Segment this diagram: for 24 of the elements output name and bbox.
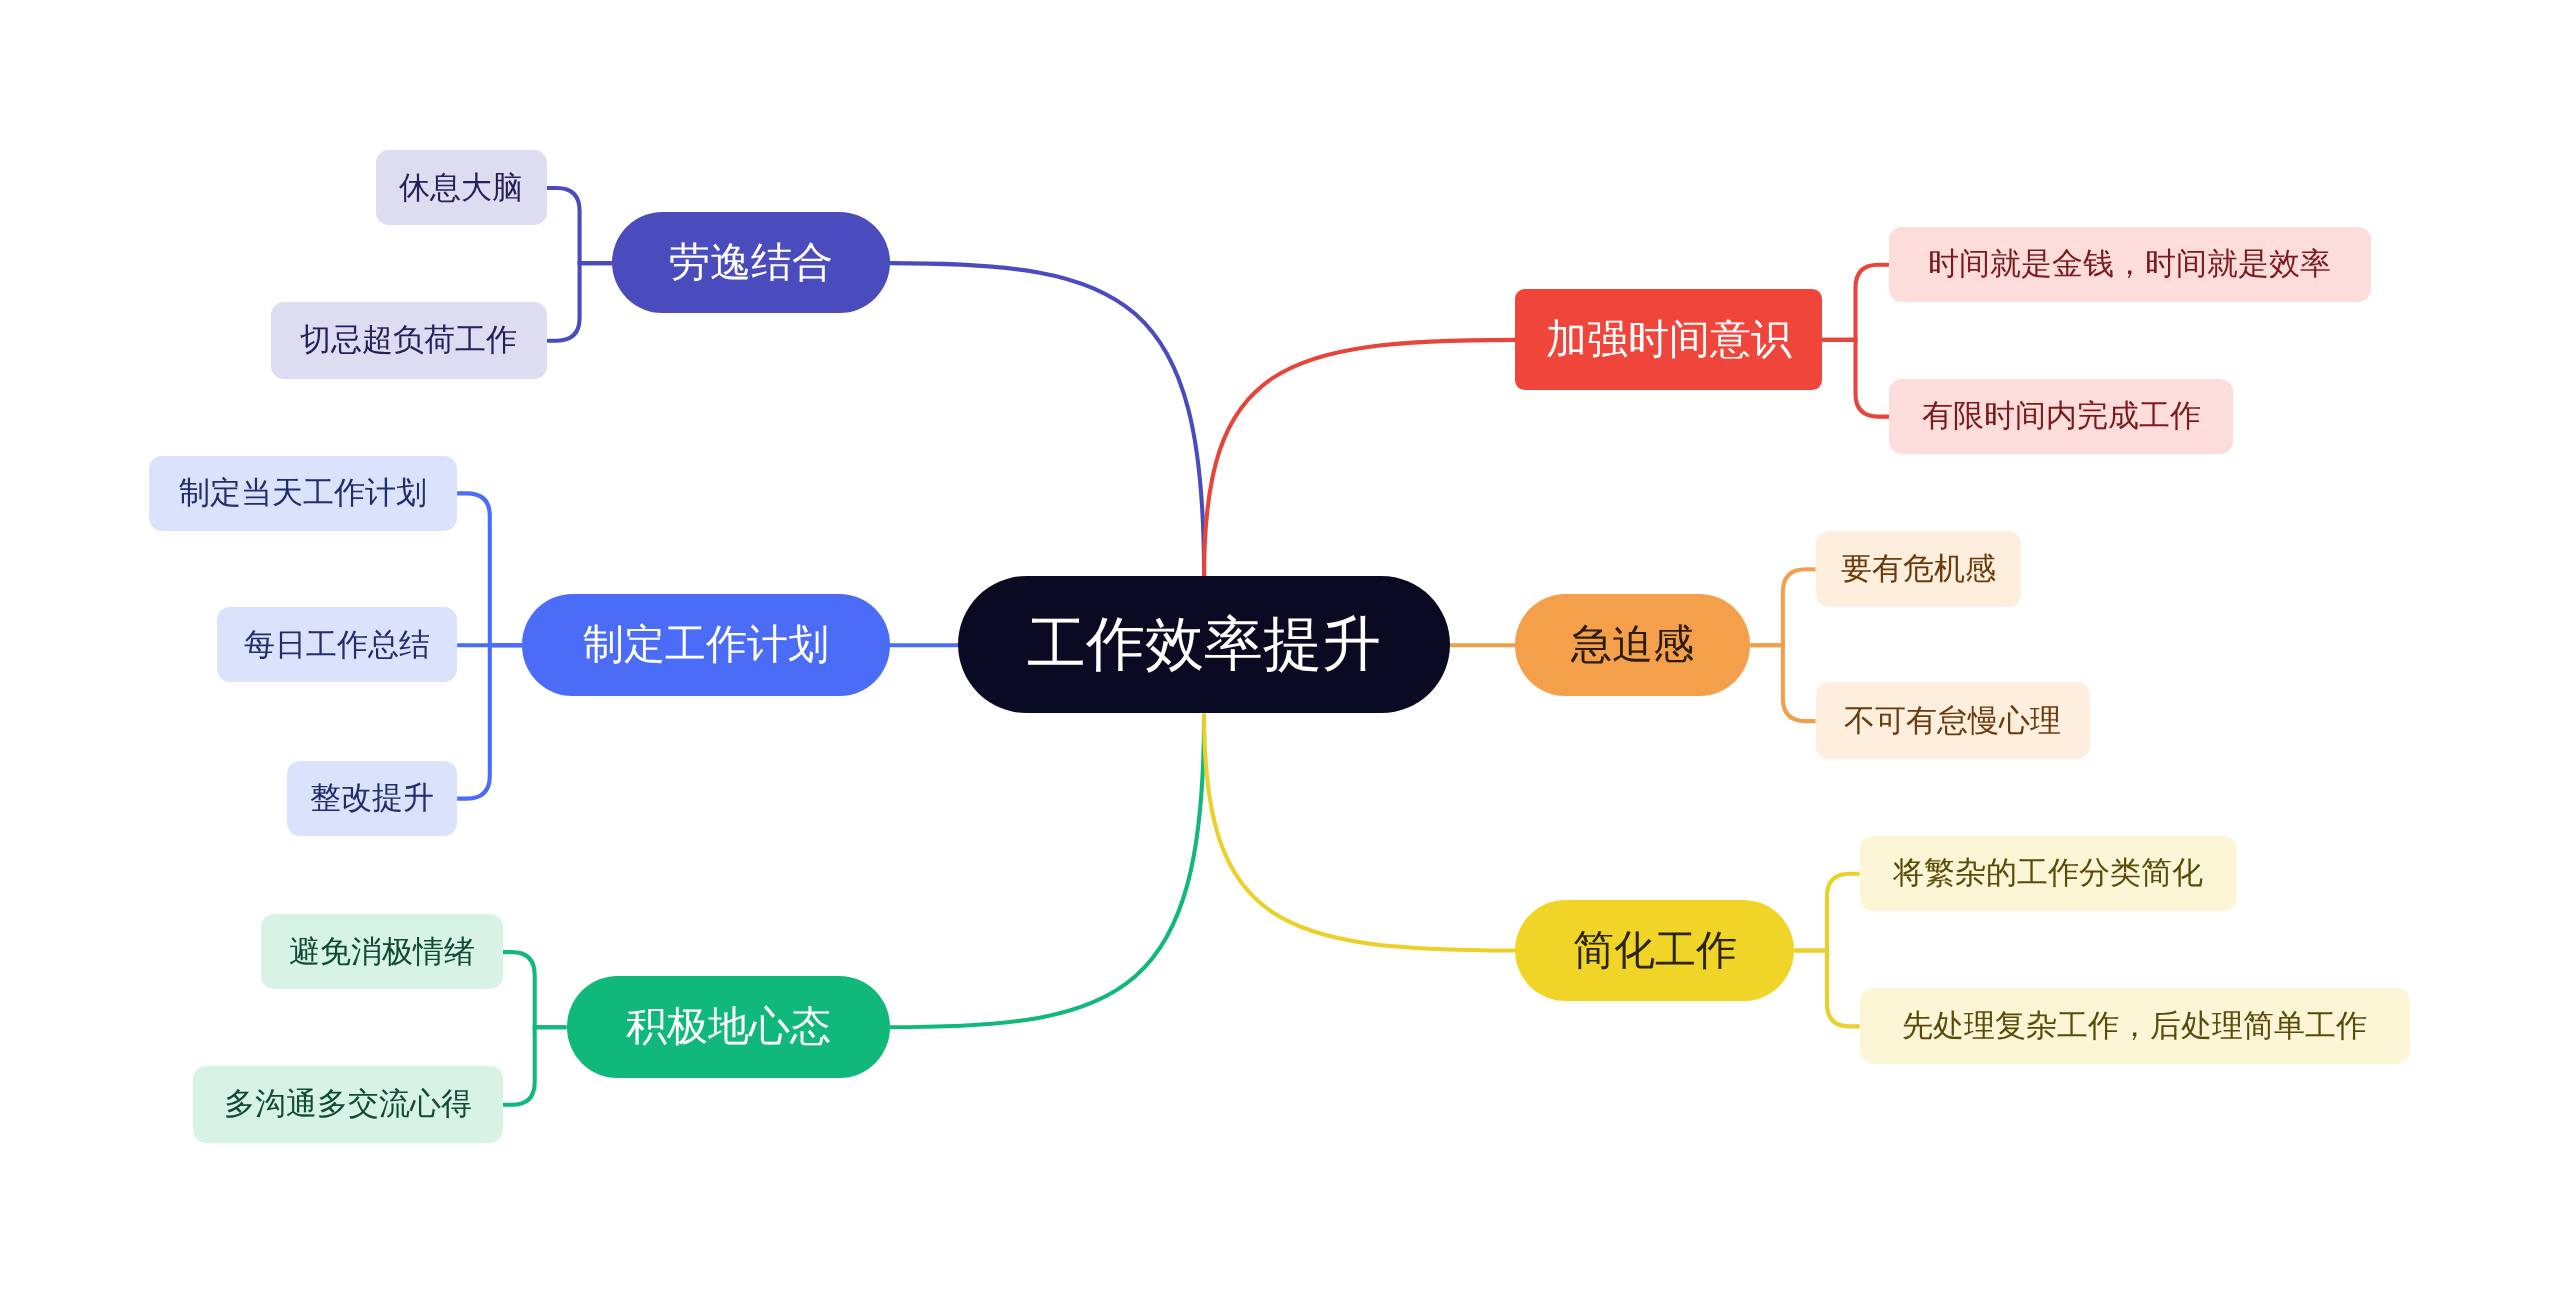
branch-topic: 加强时间意识 [1515, 288, 1823, 391]
connector-line [1202, 713, 1516, 953]
subtopic-box: 将繁杂的工作分类简化 [1859, 835, 2237, 911]
subtopic-box: 切忌超负荷工作 [271, 302, 547, 379]
subtopic-box: 有限时间内完成工作 [1888, 378, 2234, 454]
branch-topic: 急迫感 [1515, 594, 1751, 696]
subtopic-box: 时间就是金钱，时间就是效率 [1888, 226, 2371, 303]
subtopic-box: 整改提升 [287, 760, 458, 836]
subtopic-box: 每日工作总结 [217, 607, 458, 683]
connector-line [889, 643, 959, 648]
subtopic-box: 多沟通多交流心得 [192, 1066, 503, 1143]
connector-line [1202, 337, 1516, 577]
branch-topic: 制定工作计划 [522, 594, 890, 696]
subtopic-box: 要有危机感 [1815, 530, 2022, 608]
subtopic-box: 避免消极情绪 [261, 914, 503, 990]
subtopic-box: 不可有怠慢心理 [1815, 682, 2090, 760]
central-topic: 工作效率提升 [958, 576, 1450, 714]
subtopic-box: 休息大脑 [375, 150, 547, 226]
branch-topic: 简化工作 [1515, 899, 1795, 1001]
subtopic-box: 先处理复杂工作，后处理简单工作 [1859, 987, 2410, 1065]
subtopic-box: 制定当天工作计划 [148, 455, 458, 531]
branch-topic: 积极地心态 [566, 976, 890, 1078]
branch-topic: 劳逸结合 [612, 212, 890, 314]
connector-line [1449, 643, 1516, 648]
